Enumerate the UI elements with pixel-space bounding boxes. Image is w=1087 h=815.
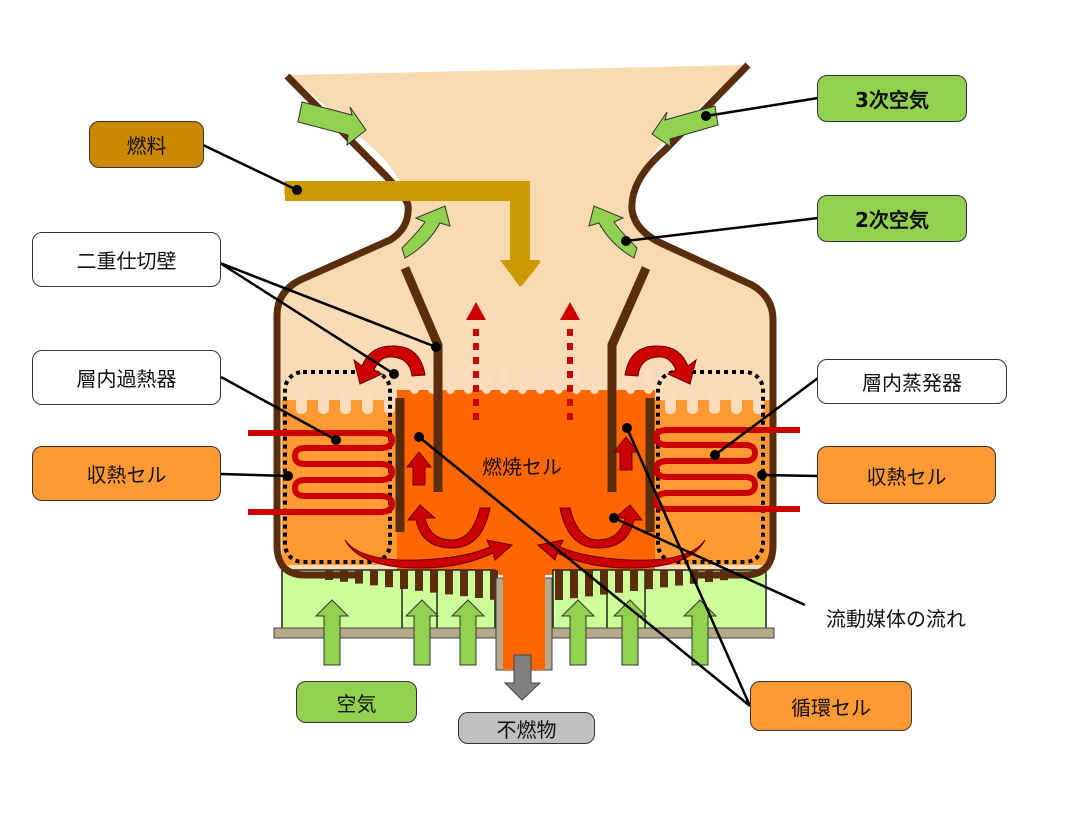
bed-bubble — [572, 368, 581, 394]
heat-cell-right-label: 収熱セル — [817, 446, 996, 504]
bed-bubble — [709, 388, 720, 414]
bed-bubble — [687, 388, 698, 414]
air-nozzle — [630, 570, 638, 591]
heat-cell-left-label: 収熱セル — [32, 446, 221, 501]
air-label: 空気 — [296, 681, 417, 723]
ash-chute — [503, 570, 545, 670]
bed-bubble — [590, 368, 599, 394]
air-nozzle — [385, 570, 393, 588]
bed-bubble — [500, 368, 509, 394]
air-nozzle — [400, 570, 408, 589]
primary-air-arrow — [404, 599, 440, 666]
circulation-cell-label: 循環セル — [750, 681, 912, 731]
air-nozzle — [600, 570, 608, 595]
air-nozzle — [415, 570, 423, 591]
air-nozzle — [430, 570, 438, 593]
flow-arrow-up-left — [405, 451, 433, 486]
ash-discharge-arrow — [503, 654, 542, 701]
air-nozzle — [490, 570, 498, 600]
bed-bubble — [296, 388, 307, 414]
bed-bubble — [446, 368, 455, 394]
fuel-feed-pipe-body — [285, 181, 528, 201]
partition-wall-right-outer — [607, 266, 651, 492]
leader-evaporator — [710, 376, 819, 460]
gas-flow-arrowhead-left — [466, 302, 486, 320]
bed-bubble — [384, 388, 395, 414]
primary-air-arrows — [314, 599, 718, 666]
media-flow-arrows — [344, 345, 706, 569]
primary-air-arrow — [450, 599, 486, 666]
gas-flow-arrowhead-right — [560, 302, 580, 320]
leader-partition-1 — [219, 261, 441, 352]
flow-arrow-u-left — [406, 504, 491, 549]
bed-bubble — [340, 388, 351, 414]
fuel-label: 燃料 — [89, 121, 204, 168]
combustion-cell-label: 燃焼セル — [482, 455, 562, 479]
air-nozzle — [370, 570, 378, 586]
bed-bubble — [482, 368, 491, 394]
bed-bubble — [554, 368, 563, 394]
air-nozzle — [585, 570, 593, 597]
evaporator-label: 層内蒸発器 — [817, 359, 1007, 404]
air-nozzle — [460, 570, 468, 597]
fuel-drop-arrow — [500, 260, 540, 287]
bed-bubble — [536, 368, 545, 394]
primary-air-arrow — [560, 599, 596, 666]
flow-arrow-bottom-right — [536, 539, 706, 569]
superheater-label: 層内過熱器 — [32, 350, 221, 405]
bed-bubble — [731, 388, 742, 414]
primary-air-arrow — [314, 599, 350, 666]
air-nozzle — [475, 570, 483, 598]
leader-partition-2 — [219, 261, 399, 379]
leader-fuel — [202, 143, 302, 195]
air-nozzle — [660, 570, 668, 588]
air-nozzle — [570, 570, 578, 599]
air-nozzle — [445, 570, 453, 595]
leader-lines — [202, 96, 819, 707]
superheater-tubes — [248, 430, 396, 515]
leader-heat-left — [220, 471, 293, 481]
incombustibles-label: 不燃物 — [458, 712, 595, 744]
double-partition-label: 二重仕切壁 — [32, 232, 221, 287]
flow-arrow-u-right — [559, 504, 644, 549]
flow-arrow-up-right — [612, 436, 640, 471]
secondary-air-label: 2次空気 — [817, 195, 967, 242]
flow-arrow-over-right — [624, 345, 697, 385]
bed-bubble — [318, 388, 329, 414]
air-nozzle — [645, 570, 653, 590]
leader-tertiary — [701, 96, 819, 121]
furnace-wall-right — [628, 62, 777, 579]
media-flow-label: 流動媒体の流れ — [826, 607, 966, 631]
leader-heat-right — [757, 470, 819, 480]
bed-bubble — [518, 368, 527, 394]
flow-arrow-over-left — [353, 345, 426, 385]
leader-circ-2 — [622, 423, 752, 707]
air-nozzle — [615, 570, 623, 593]
air-nozzle — [675, 570, 683, 586]
heat-cell-left-outline — [283, 370, 392, 564]
secondary-air-arrow-left — [401, 205, 451, 259]
air-nozzle — [555, 570, 563, 600]
bed-bubble — [464, 368, 473, 394]
evaporator-tubes — [652, 427, 800, 512]
leader-circ-1 — [414, 432, 751, 707]
bed-bubble — [665, 388, 676, 414]
leader-secondary — [621, 216, 819, 246]
leader-superheater — [220, 375, 341, 445]
tertiary-air-arrow-left — [297, 101, 367, 147]
leader-media-flow — [609, 513, 806, 607]
bed-bubble — [362, 388, 373, 414]
fuel-feed-pipe-drop — [510, 181, 530, 261]
tertiary-air-label: 3次空気 — [817, 75, 967, 122]
flow-arrow-bottom-left — [344, 539, 514, 569]
bed-bubble — [644, 368, 653, 394]
